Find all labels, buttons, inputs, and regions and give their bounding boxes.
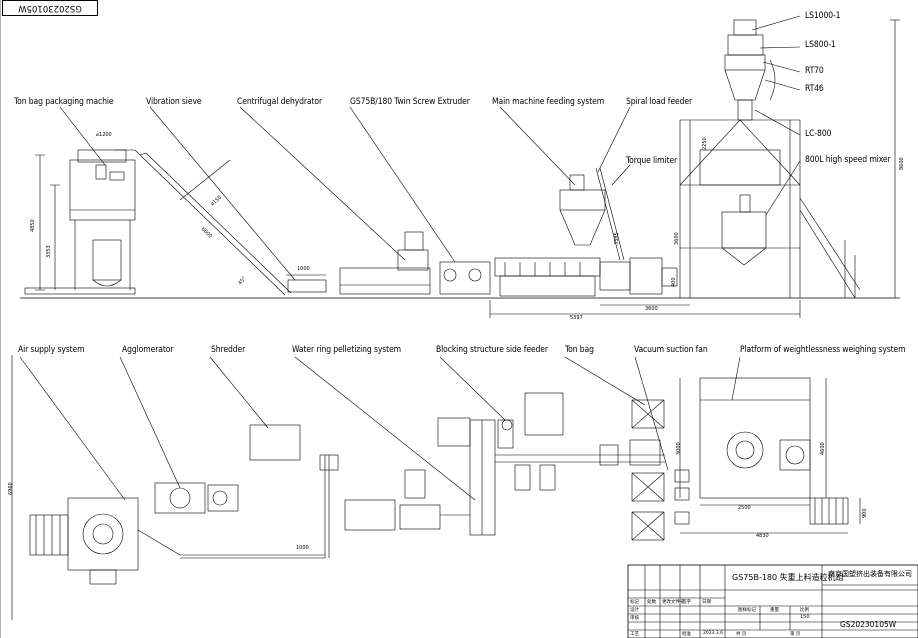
dim-sieve-length: 1000 <box>297 266 310 272</box>
title-block-col-2: 比例 <box>800 608 809 613</box>
dim-small: 400 <box>671 277 677 287</box>
label-vacuum-suction-fan: Vacuum suction fan <box>634 345 708 355</box>
dim-height-left: 4850 <box>30 219 36 232</box>
title-block-scale: 150 <box>800 614 810 620</box>
title-block-col-0: 图样标记 <box>738 608 756 613</box>
label-rt46: RT46 <box>805 84 824 94</box>
label-twin-screw-extruder: GS75B/180 Twin Screw Extruder <box>350 97 470 107</box>
label-vibration-sieve: Vibration sieve <box>146 97 202 107</box>
title-block-drawing-no: GS20230105W <box>840 620 897 629</box>
label-rt70: RT70 <box>805 66 824 76</box>
label-water-ring-pelletizing: Water ring pelletizing system <box>292 345 402 355</box>
dim-platform-total: 4830 <box>756 533 769 539</box>
label-ls800-1: LS800-1 <box>805 40 836 50</box>
label-ton-bag-packaging-machine: Ton bag packaging machie <box>14 97 114 107</box>
label-torque-limiter: Torque limiter <box>626 156 678 166</box>
dim-total-length: 5397 <box>570 315 583 321</box>
label-main-feeding-system: Main machine feeding system <box>492 97 605 107</box>
dim-stair-width: 900 <box>862 508 868 518</box>
dim-feeder-height: 3385 <box>614 232 620 245</box>
title-block-col-1: 重量 <box>770 608 779 613</box>
label-800l-mixer: 800L high speed mixer <box>805 155 891 165</box>
title-block-row-3: 签字 <box>682 600 691 605</box>
dim-platform-width: 2500 <box>738 505 751 511</box>
title-block-row-6: 审核 <box>630 616 639 621</box>
dim-pipe-length: 1000 <box>296 545 309 551</box>
dim-platform-height: 4600 <box>820 442 826 455</box>
title-block-sheet-a: 共 页 <box>736 632 747 637</box>
label-ls1000-1: LS1000-1 <box>805 11 841 21</box>
title-block-drawing-title: GS75B-180 失重上料造粒机组 <box>732 573 844 582</box>
title-block-row-0: 标记 <box>630 600 639 605</box>
label-shredder: Shredder <box>211 345 246 355</box>
title-block-row-8: 批准 <box>682 632 691 637</box>
title-block-row-5: 设计 <box>630 608 639 613</box>
label-blocking-side-feeder: Blocking structure side feeder <box>436 345 548 355</box>
title-block-row-7: 工艺 <box>630 632 639 637</box>
dim-tower-height: 8600 <box>899 157 905 170</box>
label-centrifugal-dehydrator: Centrifugal dehydrator <box>237 97 323 107</box>
label-lc-800: LC-800 <box>805 129 832 139</box>
dim-height-left-inner: 3353 <box>46 245 52 258</box>
title-block-row-4: 日期 <box>702 600 711 605</box>
label-agglomerator: Agglomerator <box>122 345 174 355</box>
dim-extruder-length: 3600 <box>645 306 658 312</box>
label-spiral-load-feeder: Spiral load feeder <box>626 97 692 107</box>
dim-tower-side: 2250 <box>702 137 708 150</box>
title-block-row-2: 更改文件号 <box>662 600 685 605</box>
title-block-company: 南京国塑挤出装备有限公司 <box>828 570 912 578</box>
title-block-row-1: 处数 <box>647 600 656 605</box>
title-block-sheet-b: 第 页 <box>790 632 801 637</box>
label-air-supply-system: Air supply system <box>18 345 85 355</box>
label-weighing-platform: Platform of weightlessness weighing syst… <box>740 345 906 355</box>
dim-mixer-height: 3600 <box>674 232 680 245</box>
title-block-date: 2023.3.6 <box>703 631 724 636</box>
label-ton-bag: Ton bag <box>565 345 594 355</box>
dim-overall-height: 6960 <box>8 482 14 495</box>
dim-bag-width: ⌀1200 <box>96 132 112 138</box>
dim-side: 3000 <box>676 442 682 455</box>
